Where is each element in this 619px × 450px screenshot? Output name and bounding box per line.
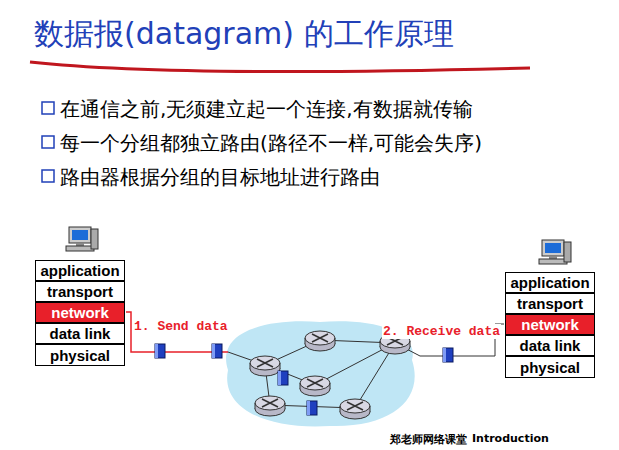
layer-box: transport (35, 281, 125, 302)
network-layer-box: network (505, 314, 595, 335)
layer-name: physical (50, 347, 110, 364)
network-layer-box: network (35, 302, 125, 323)
layer-name: network (51, 304, 109, 321)
bullet-text: 路由器根据分组的目标地址进行路由 (60, 164, 380, 191)
layer-box: physical (505, 356, 595, 378)
layer-box: application (505, 272, 595, 293)
title: 数据报(datagram) 的工作原理 (34, 14, 454, 55)
footer-text: Introduction (472, 432, 549, 445)
layer-name: application (510, 274, 589, 291)
layer-box: data link (505, 335, 595, 356)
send-label: 1. Send data (133, 319, 229, 334)
layer-box: transport (505, 293, 595, 314)
footer-text: 郑老师网络课堂 (390, 432, 467, 447)
bullet-text: 在通信之前,无须建立起一个连接,有数据就传输 (60, 96, 473, 123)
layer-box: application (35, 260, 125, 281)
layer-name: physical (520, 359, 580, 376)
layer-name: application (40, 262, 119, 279)
layer-name: data link (50, 325, 111, 342)
layer-box: data link (35, 323, 125, 344)
bullet-text: 每一个分组都独立路由(路径不一样,可能会失序) (60, 130, 482, 157)
layer-name: transport (47, 283, 113, 300)
layer-name: network (521, 316, 579, 333)
layer-box: physical (35, 344, 125, 366)
layer-name: transport (517, 295, 583, 312)
layer-name: data link (520, 337, 581, 354)
receive-label: 2. Receive data (382, 324, 501, 339)
